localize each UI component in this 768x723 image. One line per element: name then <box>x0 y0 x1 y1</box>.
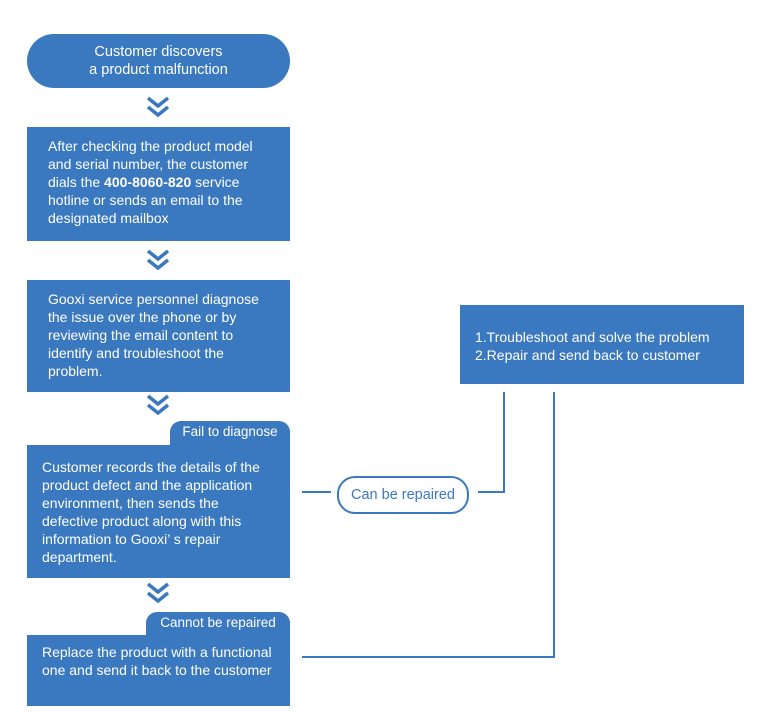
connector-repaired-horizontal <box>478 491 505 493</box>
outcome-line-1: 1.Troubleshoot and solve the problem <box>475 329 710 345</box>
step-replace-product: Replace the product with a functional on… <box>27 635 290 706</box>
step-replace-text: Replace the product with a functional on… <box>42 644 272 678</box>
step-contact-text-after: service hotline or sends an email to the… <box>48 174 243 226</box>
hotline-number: 400-8060-820 <box>104 174 192 190</box>
connector-replace-vertical <box>553 392 555 658</box>
chevron-down-icon <box>146 582 170 604</box>
can-be-repaired-label: Can be repaired <box>337 476 469 514</box>
step-repair-text: Customer records the details of the prod… <box>42 459 260 565</box>
step-send-for-repair: Customer records the details of the prod… <box>27 445 290 578</box>
connector-to-repaired <box>302 491 331 493</box>
start-line-1: Customer discovers <box>94 44 223 60</box>
step-remote-diagnosis: Gooxi service personnel diagnose the iss… <box>27 280 290 392</box>
step-contact-service: After checking the product model and ser… <box>27 127 290 241</box>
start-line-2: a product malfunction <box>89 62 228 78</box>
connector-replace-horizontal <box>302 656 555 658</box>
step-diagnosis-text: Gooxi service personnel diagnose the iss… <box>48 291 259 379</box>
step-contact-text-before: After checking the product model and ser… <box>48 138 253 190</box>
tag-fail-to-diagnose: Fail to diagnose <box>170 421 290 445</box>
connector-repaired-vertical <box>503 392 505 493</box>
chevron-down-icon <box>146 249 170 271</box>
chevron-down-icon <box>146 394 170 416</box>
outcome-box: 1.Troubleshoot and solve the problem 2.R… <box>460 305 744 384</box>
chevron-down-icon <box>146 96 170 118</box>
outcome-line-2: 2.Repair and send back to customer <box>475 347 700 363</box>
tag-cannot-be-repaired: Cannot be repaired <box>146 612 290 636</box>
start-node: Customer discovers a product malfunction <box>27 34 290 88</box>
